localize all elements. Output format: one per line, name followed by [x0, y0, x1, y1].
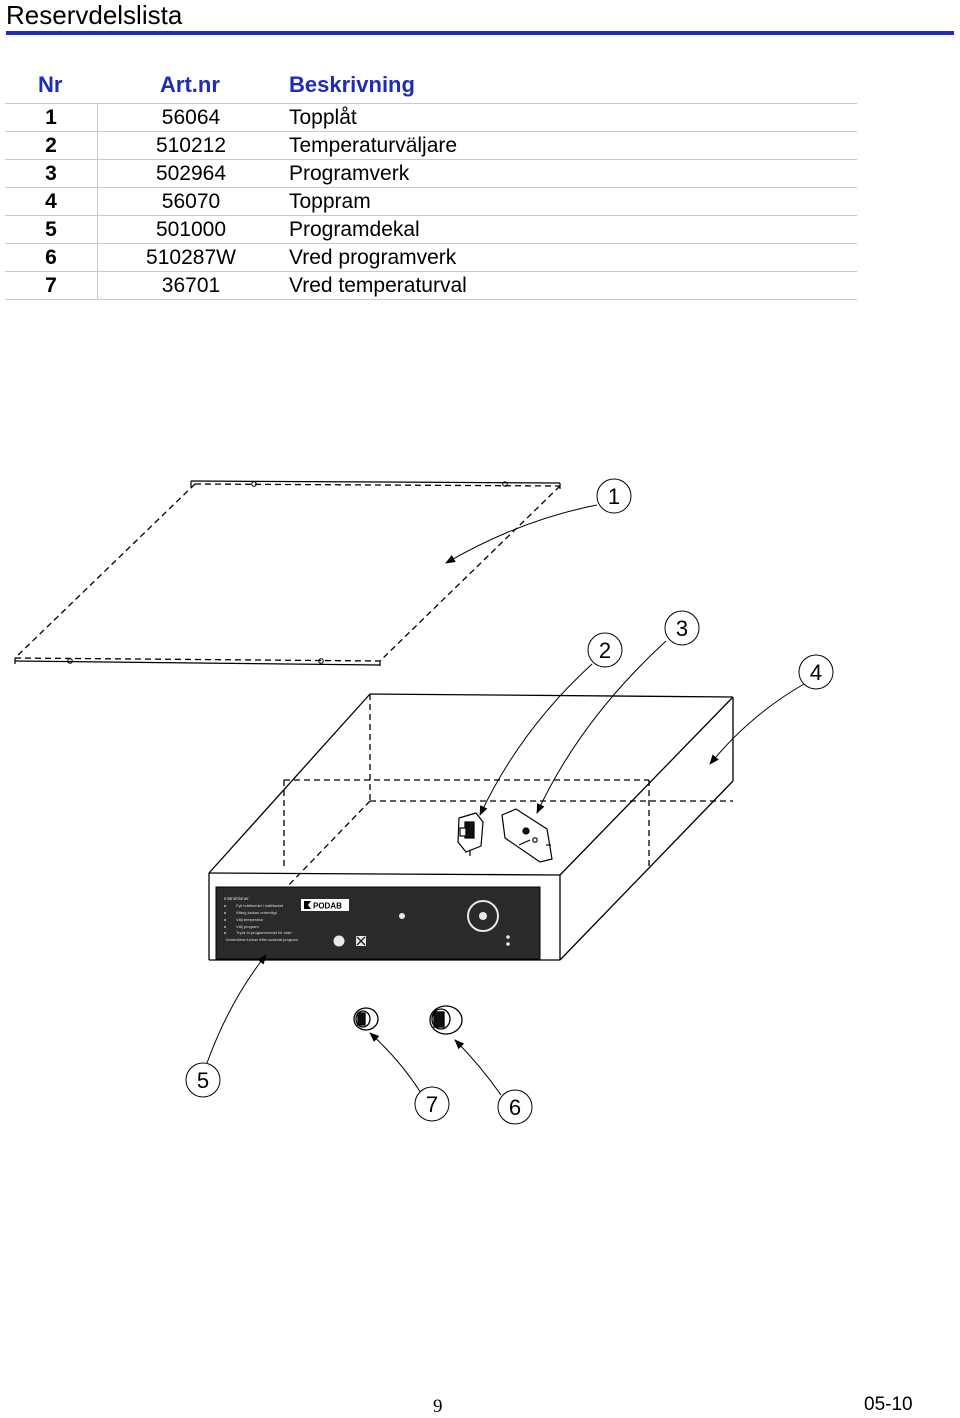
frame-box	[208, 693, 734, 961]
control-panel: Instruktioner Fyll tvättmedel i tvättfac…	[215, 886, 541, 960]
top-plate	[14, 480, 561, 666]
callout-5: 5	[197, 1068, 209, 1093]
program-timer-part	[501, 808, 553, 863]
callout-4: 4	[810, 660, 822, 685]
title-rule	[6, 31, 954, 35]
table-row: 1 56064 Topplåt	[5, 103, 857, 131]
panel-footer: Kontrollera luckan efter avslutat progra…	[226, 937, 299, 942]
cell-art: 36701	[97, 272, 284, 299]
cell-art: 510287W	[97, 244, 284, 271]
cell-desc: Vred programverk	[289, 246, 457, 269]
cell-nr: 2	[45, 134, 57, 157]
callout-7: 7	[426, 1092, 438, 1117]
cell-desc: Temperaturväljare	[289, 134, 458, 157]
panel-bullet: Stäng luckan ordentligt	[236, 910, 278, 915]
header-art: Art.nr	[160, 72, 220, 97]
table-row: 3 502964 Programverk	[5, 159, 857, 187]
page-number: 9	[433, 1396, 443, 1417]
cell-nr: 7	[45, 274, 57, 297]
temperature-knob-part	[353, 1007, 379, 1031]
cell-desc: Programdekal	[289, 218, 420, 241]
program-dial-icon	[467, 900, 499, 932]
header-nr: Nr	[38, 72, 63, 97]
brand-mark-icon	[304, 901, 311, 909]
table-row: 4 56070 Toppram	[5, 187, 857, 215]
indicator-light-icon	[506, 942, 510, 946]
panel-bullet: Tryck in programvredet för start	[236, 930, 293, 935]
callout-2: 2	[599, 638, 611, 663]
cell-nr: 1	[45, 106, 57, 129]
panel-bullet: Fyll tvättmedel i tvättfacket	[236, 903, 284, 908]
cell-art: 510212	[97, 132, 284, 159]
page-title: Reservdelslista	[6, 0, 183, 30]
callouts: 1 2 3 4 5 7 6	[185, 478, 834, 1125]
exploded-drawing: Instruktioner Fyll tvättmedel i tvättfac…	[14, 478, 834, 1125]
panel-bullet: Välj program	[236, 924, 259, 929]
indicator-light-icon	[506, 935, 510, 939]
cell-art: 56070	[97, 188, 284, 215]
program-knob-part	[429, 1005, 463, 1035]
table-row: 5 501000 Programdekal	[5, 215, 857, 243]
table-row: 2 510212 Temperaturväljare	[5, 131, 857, 159]
table-row: 7 36701 Vred temperaturval	[5, 271, 857, 300]
parts-table: 1 56064 Topplåt 2 510212 Temperaturvälja…	[5, 103, 857, 300]
temperature-selector-part	[457, 812, 484, 856]
callout-3: 3	[676, 616, 688, 641]
start-button-icon	[333, 935, 345, 947]
cell-art: 56064	[97, 104, 284, 131]
cell-nr: 6	[45, 246, 57, 269]
cell-nr: 5	[45, 218, 57, 241]
leader-lines	[206, 504, 805, 1096]
revision-date: 05-10	[864, 1394, 913, 1415]
table-row: 6 510287W Vred programverk	[5, 243, 857, 271]
callout-6: 6	[509, 1095, 521, 1120]
panel-bullet: Välj temperatur	[236, 917, 264, 922]
cell-desc: Programverk	[289, 162, 410, 185]
cell-desc: Topplåt	[289, 106, 357, 129]
cell-desc: Vred temperaturval	[289, 274, 467, 297]
callout-1: 1	[608, 484, 620, 509]
cell-desc: Toppram	[289, 190, 371, 213]
brand-logo: PODAB	[313, 902, 342, 911]
header-desc: Beskrivning	[289, 72, 415, 97]
cell-nr: 3	[45, 162, 57, 185]
temperature-knob-icon	[399, 913, 405, 919]
cell-nr: 4	[45, 190, 57, 213]
cell-art: 502964	[97, 160, 284, 187]
cell-art: 501000	[97, 216, 284, 243]
panel-instructions-title: Instruktioner	[224, 896, 249, 901]
